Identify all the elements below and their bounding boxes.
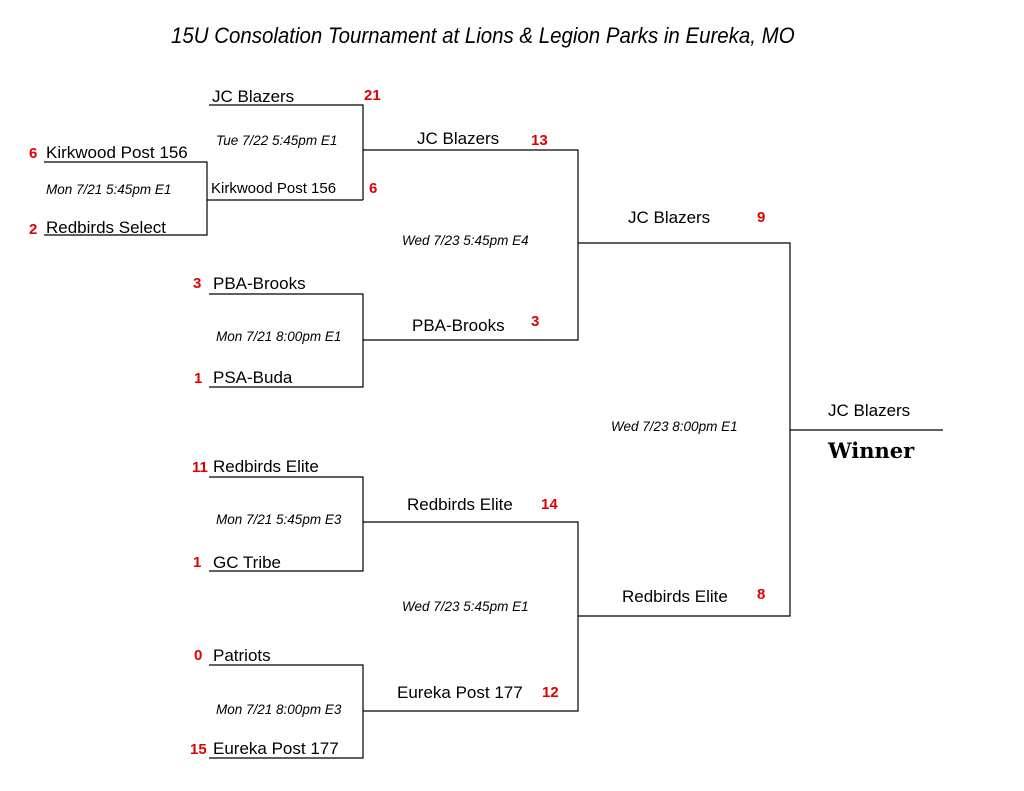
team-name: Redbirds Select [46,218,167,237]
game-schedule: Tue 7/22 5:45pm E1 [216,133,338,148]
team-name: PBA-Brooks [412,316,505,335]
score: 3 [531,313,540,330]
r1-match-1-line [209,104,364,200]
team-name: Kirkwood Post 156 [46,143,188,162]
game-schedule: Wed 7/23 8:00pm E1 [611,419,738,434]
team-name: JC Blazers [417,129,500,148]
winner-label: Winner [828,438,915,463]
score: 1 [193,554,202,571]
team-name: Eureka Post 177 [213,739,339,758]
game-schedule: Mon 7/21 8:00pm E3 [216,702,342,717]
team-name: JC Blazers [628,208,711,227]
r1-match-3-line [209,476,364,572]
score: 2 [29,221,38,238]
game-schedule: Mon 7/21 5:45pm E3 [216,512,342,527]
team-name: Redbirds Elite [407,495,513,514]
score: 11 [192,459,208,476]
team-name: Kirkwood Post 156 [211,180,337,197]
score: 15 [190,741,207,758]
score: 21 [364,87,381,104]
score: 1 [194,370,203,387]
team-name: PSA-Buda [213,368,293,387]
team-name: GC Tribe [213,553,282,572]
team-name: JC Blazers [212,87,295,106]
team-name: Redbirds Elite [622,587,728,606]
page-title: 15U Consolation Tournament at Lions & Le… [171,23,795,48]
game-schedule: Wed 7/23 5:45pm E1 [402,599,529,614]
sf-match-1-line [363,149,579,341]
pre-round-line [44,161,208,236]
score: 0 [194,647,203,664]
team-name: Redbirds Elite [213,457,319,476]
team-name: Patriots [213,646,271,665]
score: 6 [29,145,38,162]
score: 8 [757,586,766,603]
team-name: Eureka Post 177 [397,683,523,702]
score: 6 [369,180,378,197]
score: 14 [541,496,558,513]
score: 9 [757,209,766,226]
game-schedule: Wed 7/23 5:45pm E4 [402,233,529,248]
game-schedule: Mon 7/21 8:00pm E1 [216,329,342,344]
score: 3 [193,275,202,292]
team-name: PBA-Brooks [213,274,306,293]
champion-team: JC Blazers [828,401,911,420]
score: 12 [542,684,559,701]
score: 13 [531,132,548,149]
game-schedule: Mon 7/21 5:45pm E1 [46,182,172,197]
